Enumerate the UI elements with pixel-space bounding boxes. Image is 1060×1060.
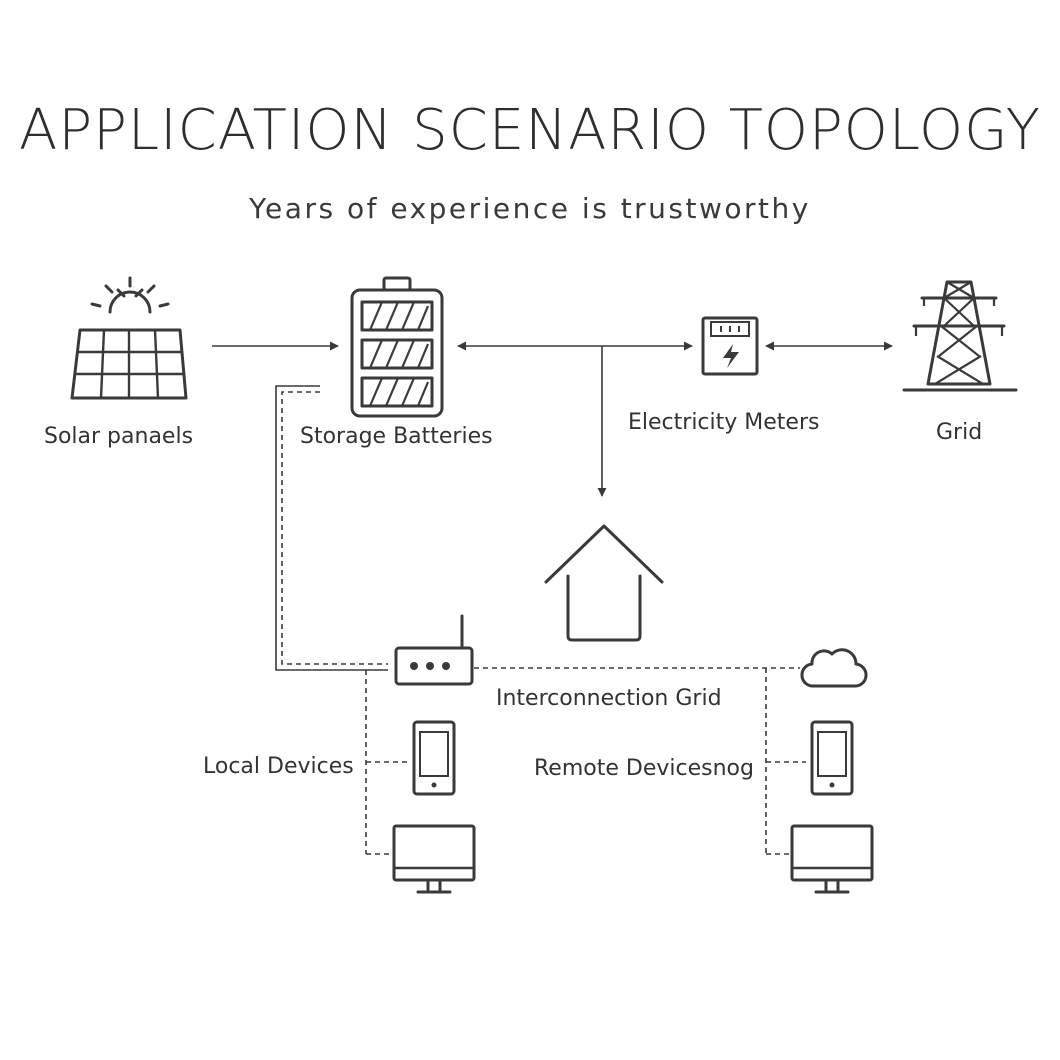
battery-icon <box>350 276 444 418</box>
remote-phone-icon <box>810 720 854 796</box>
router-icon <box>394 614 474 686</box>
local-phone-icon <box>412 720 456 796</box>
grid-label: Grid <box>936 420 983 445</box>
meter-label: Electricity Meters <box>628 410 820 435</box>
remote-devices-link <box>765 668 806 855</box>
solar-label: Solar panaels <box>44 424 194 449</box>
interconnection-label: Interconnection Grid <box>496 686 722 711</box>
transmission-tower-icon <box>902 280 1018 392</box>
local-monitor-icon <box>392 824 476 894</box>
page-subtitle: Years of experience is trustworthy <box>249 192 811 225</box>
cloud-icon <box>800 648 868 688</box>
page-title: APPLICATION SCENARIO TOPOLOGY <box>19 98 1041 163</box>
battery-label: Storage Batteries <box>300 424 493 449</box>
local-devices-link <box>365 670 408 855</box>
battery-router-link <box>275 385 388 671</box>
house-icon <box>544 524 664 642</box>
solar-panel-icon <box>70 276 188 400</box>
remote-devices-label: Remote Devicesnog <box>534 756 754 781</box>
remote-monitor-icon <box>790 824 874 894</box>
electricity-meter-icon <box>701 316 759 376</box>
local-devices-label: Local Devices <box>203 754 354 779</box>
